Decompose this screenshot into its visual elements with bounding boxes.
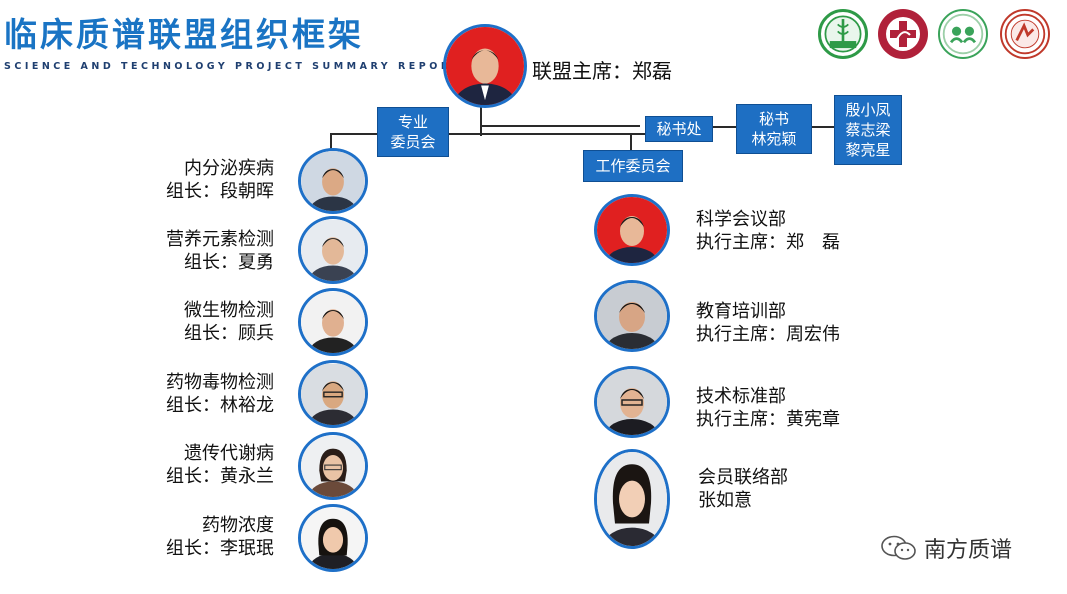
member-avatar	[298, 216, 368, 284]
member-avatar	[298, 360, 368, 428]
member-avatar	[594, 449, 670, 549]
member-portrait	[597, 452, 667, 546]
member-avatar	[594, 194, 670, 266]
technical-standards-label: 技术标准部 执行主席：黄宪章	[696, 385, 840, 431]
group-leader: 组长：林裕龙	[166, 395, 274, 416]
main-horizontal-line	[330, 133, 654, 135]
group-leader: 组长：段朝晖	[166, 181, 274, 202]
member-portrait	[597, 369, 667, 435]
department-chair: 执行主席：周宏伟	[696, 324, 840, 345]
group-leader: 组长：顾兵	[184, 323, 274, 344]
red-cross-logo-icon	[881, 12, 925, 56]
member-liaison-label: 会员联络部 张如意	[698, 466, 788, 512]
watermark-text: 南方质谱	[924, 538, 1013, 563]
member-avatar	[594, 366, 670, 438]
chair-connector	[480, 103, 482, 136]
member-avatar	[594, 280, 670, 352]
group-leader: 组长：夏勇	[184, 252, 274, 273]
nutrition-label: 营养元素检测 组长：夏勇	[140, 228, 274, 274]
group-leader: 组长：李珉珉	[166, 538, 274, 559]
drug-concentration-label: 药物浓度 组长：李珉珉	[140, 514, 274, 560]
member-portrait	[301, 507, 365, 569]
department-name: 技术标准部	[696, 386, 786, 407]
wechat-icon	[881, 535, 916, 560]
secretariat-box: 秘书处	[645, 116, 713, 142]
secretary-box: 秘书 林宛颖	[736, 104, 812, 154]
member-avatar	[298, 504, 368, 572]
group-name: 微生物检测	[184, 300, 274, 321]
gdmda-logo-icon	[824, 15, 862, 53]
green-association-logo	[938, 9, 988, 59]
page-title: 临床质谱联盟组织框架	[4, 15, 364, 54]
page-subtitle: SCIENCE AND TECHNOLOGY PROJECT SUMMARY R…	[4, 61, 462, 72]
science-meeting-label: 科学会议部 执行主席：郑 磊	[696, 208, 840, 254]
member-portrait	[597, 283, 667, 349]
endocrine-label: 内分泌疾病 组长：段朝晖	[140, 157, 274, 203]
chair-label: 联盟主席：郑磊	[532, 59, 672, 83]
department-chair: 执行主席：黄宪章	[696, 409, 840, 430]
member-avatar	[298, 148, 368, 214]
group-name: 营养元素检测	[166, 229, 274, 250]
member-portrait	[301, 435, 365, 497]
member-portrait	[301, 291, 365, 353]
group-name: 药物毒物检测	[166, 372, 274, 393]
member-portrait	[597, 197, 667, 263]
secretary-staff-line	[810, 126, 834, 128]
education-label: 教育培训部 执行主席：周宏伟	[696, 300, 840, 346]
chair-avatar	[443, 24, 527, 108]
secretariat-staff-box: 殷小凤 蔡志梁 黎亮星	[834, 95, 902, 165]
working-committee-box: 工作委员会	[583, 150, 683, 182]
gdmda-logo	[818, 9, 868, 59]
professional-committee-box: 专业 委员会	[377, 107, 449, 157]
group-name: 内分泌疾病	[184, 158, 274, 179]
department-name: 教育培训部	[696, 301, 786, 322]
red-cross-logo	[878, 9, 928, 59]
working-drop-line	[630, 133, 632, 151]
member-portrait	[301, 219, 365, 281]
secretariat-secretary-line	[712, 126, 736, 128]
green-association-logo-icon	[942, 13, 984, 55]
member-portrait	[301, 363, 365, 425]
microbiology-label: 微生物检测 组长：顾兵	[140, 299, 274, 345]
member-avatar	[298, 288, 368, 356]
metabolic-label: 遗传代谢病 组长：黄永兰	[140, 442, 274, 488]
group-name: 遗传代谢病	[184, 443, 274, 464]
chair-portrait	[446, 27, 524, 105]
department-chair: 张如意	[698, 490, 752, 511]
member-portrait	[301, 151, 365, 211]
secretariat-line	[480, 125, 640, 127]
department-name: 会员联络部	[698, 467, 788, 488]
red-association-logo	[1000, 9, 1050, 59]
red-association-logo-icon	[1004, 13, 1046, 55]
group-leader: 组长：黄永兰	[166, 466, 274, 487]
professional-drop-line	[330, 133, 332, 150]
department-name: 科学会议部	[696, 209, 786, 230]
group-name: 药物浓度	[202, 515, 274, 536]
toxicology-label: 药物毒物检测 组长：林裕龙	[140, 371, 274, 417]
wechat-watermark: 南方质谱	[880, 532, 1012, 564]
department-chair: 执行主席：郑 磊	[696, 232, 840, 253]
member-avatar	[298, 432, 368, 500]
